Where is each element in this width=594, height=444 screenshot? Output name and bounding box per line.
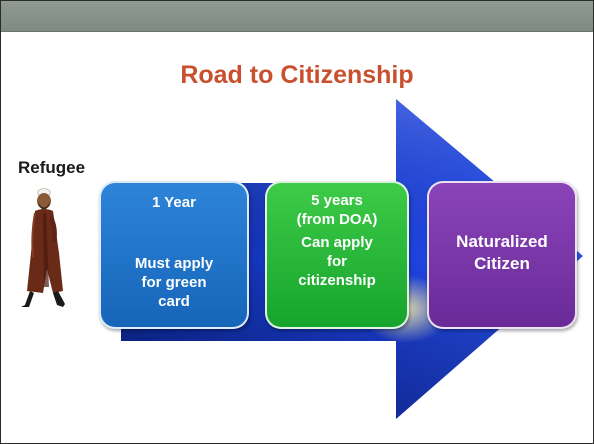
step-1-line-2: Must apply — [134, 255, 214, 272]
slide-title: Road to Citizenship — [180, 61, 414, 89]
step-1-line-4: card — [158, 293, 190, 310]
step-2-line-4: for — [327, 253, 347, 270]
step-3-line-1: Naturalized — [456, 232, 548, 251]
step-1-title: 1 Year — [152, 194, 196, 211]
header-bar — [1, 1, 593, 32]
step-3-line-2: Citizen — [474, 254, 530, 273]
step-2-line-5: citizenship — [298, 272, 376, 289]
step-5-years-box: 5 years (from DOA) Can apply for citizen… — [265, 181, 409, 329]
refugee-label: Refugee — [18, 158, 86, 177]
refugee-figure-icon — [21, 188, 65, 307]
naturalized-citizen-box: Naturalized Citizen — [427, 181, 577, 329]
step-1-line-3: for green — [141, 274, 207, 291]
step-1-year-box: 1 Year Must apply for green card — [99, 181, 249, 329]
step-2-line-3: Can apply — [301, 234, 373, 251]
step-2-line-2: (from DOA) — [296, 211, 378, 228]
step-2-title: 5 years — [311, 192, 363, 209]
